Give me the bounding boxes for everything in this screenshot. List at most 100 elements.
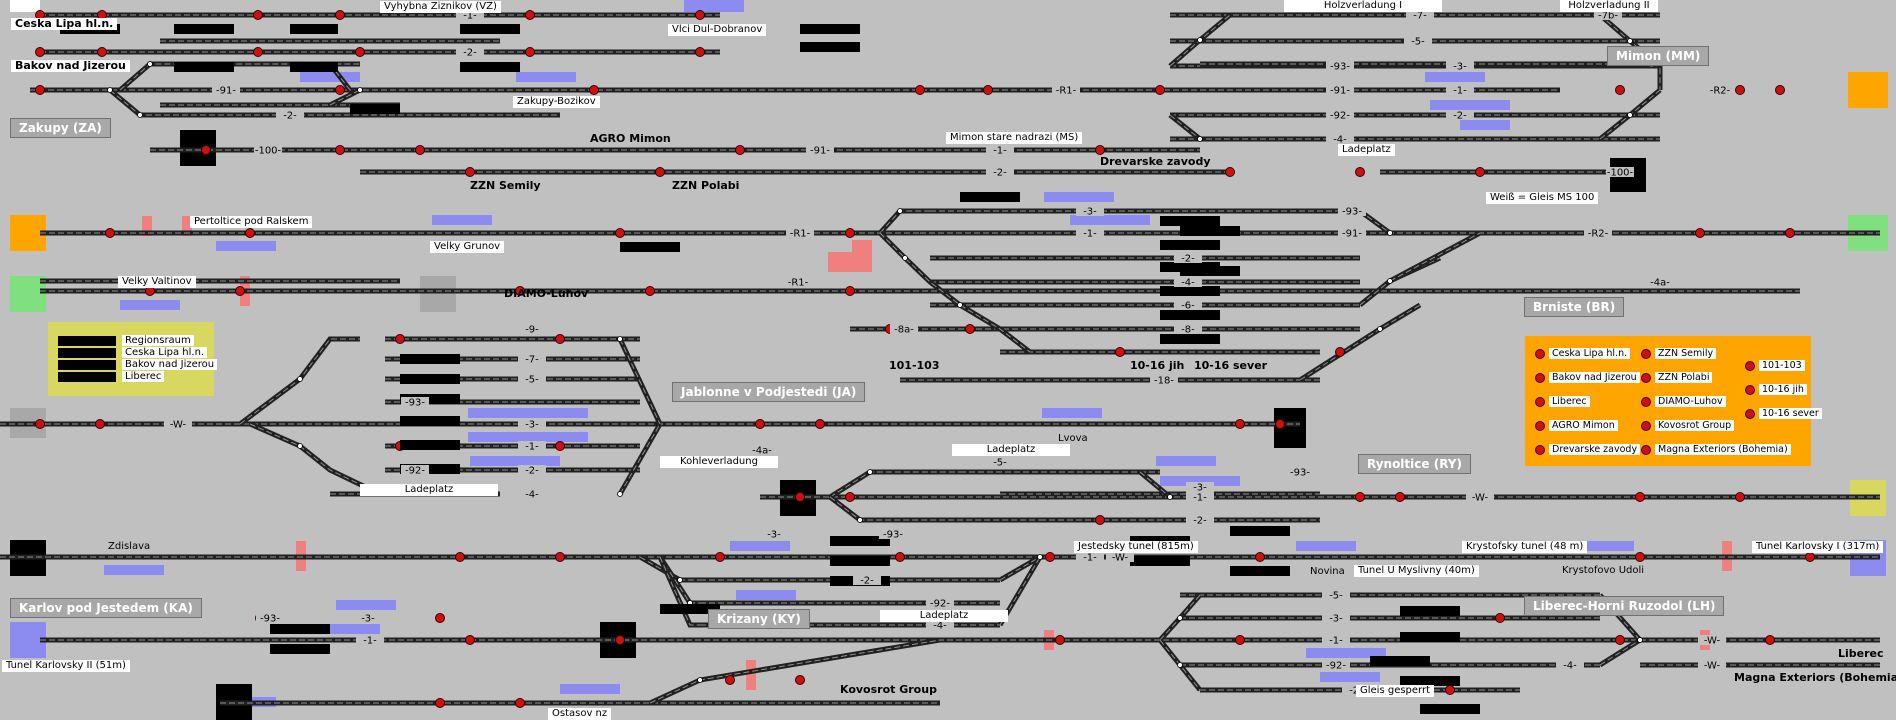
train-display[interactable]: [400, 464, 460, 474]
signal-icon[interactable]: [1695, 228, 1705, 238]
signal-icon[interactable]: [35, 85, 45, 95]
switch-point-icon[interactable]: [1177, 615, 1183, 621]
train-display[interactable]: [1400, 632, 1460, 642]
signal-icon[interactable]: [525, 47, 535, 57]
station-label-zzn-semily[interactable]: ZZN Semily: [470, 179, 541, 192]
switch-point-icon[interactable]: [147, 61, 153, 67]
signal-icon[interactable]: [965, 324, 975, 334]
station-label-bakov[interactable]: Bakov nad Jizerou: [11, 60, 130, 72]
station-label-zzn-polabi[interactable]: ZZN Polabi: [672, 179, 740, 192]
signal-icon[interactable]: [1775, 85, 1785, 95]
switch-point-icon[interactable]: [1387, 278, 1393, 284]
signal-icon[interactable]: [695, 47, 705, 57]
signal-icon[interactable]: [95, 419, 105, 429]
train-display[interactable]: [290, 62, 338, 72]
signal-icon[interactable]: [1275, 419, 1285, 429]
switch-point-icon[interactable]: [867, 469, 873, 475]
train-display[interactable]: [1160, 262, 1220, 272]
signal-icon[interactable]: [395, 334, 405, 344]
panel-item[interactable]: 10-16 sever: [1745, 408, 1822, 419]
switch-point-icon[interactable]: [297, 443, 303, 449]
signal-icon[interactable]: [105, 228, 115, 238]
train-display[interactable]: [174, 24, 234, 34]
train-display[interactable]: [1160, 310, 1220, 320]
signal-icon[interactable]: [555, 552, 565, 562]
signal-icon[interactable]: [615, 228, 625, 238]
panel-item[interactable]: DIAMO-Luhov: [1641, 396, 1726, 407]
train-display[interactable]: [400, 440, 460, 450]
signal-icon[interactable]: [1355, 492, 1365, 502]
signal-icon[interactable]: [525, 10, 535, 20]
signal-icon[interactable]: [1635, 552, 1645, 562]
signal-icon[interactable]: [1045, 552, 1055, 562]
station-label-diamo[interactable]: DIAMO-Luhov: [504, 287, 589, 300]
switch-point-icon[interactable]: [957, 302, 963, 308]
signal-icon[interactable]: [335, 85, 345, 95]
train-display[interactable]: [1180, 226, 1240, 236]
signal-icon[interactable]: [1495, 613, 1505, 623]
panel-item[interactable]: Magna Exteriors (Bohemia): [1641, 444, 1791, 455]
signal-icon[interactable]: [1785, 228, 1795, 238]
signal-icon[interactable]: [845, 228, 855, 238]
signal-icon[interactable]: [455, 552, 465, 562]
switch-point-icon[interactable]: [107, 87, 113, 93]
train-display[interactable]: [800, 24, 860, 34]
switch-point-icon[interactable]: [1167, 494, 1173, 500]
track-segment[interactable]: [878, 208, 930, 235]
train-display[interactable]: [1230, 566, 1290, 576]
switch-point-icon[interactable]: [857, 517, 863, 523]
signal-icon[interactable]: [35, 47, 45, 57]
signal-icon[interactable]: [655, 167, 665, 177]
signal-icon[interactable]: [465, 167, 475, 177]
signal-icon[interactable]: [415, 145, 425, 155]
label-10-16-sever[interactable]: 10-16 sever: [1194, 359, 1268, 372]
signal-icon[interactable]: [1255, 552, 1265, 562]
signal-icon[interactable]: [515, 286, 525, 296]
panel-item[interactable]: 10-16 jih: [1745, 384, 1807, 395]
signal-icon[interactable]: [97, 47, 107, 57]
signal-icon[interactable]: [795, 675, 805, 685]
signal-icon[interactable]: [335, 145, 345, 155]
signal-icon[interactable]: [725, 675, 735, 685]
train-display[interactable]: [400, 416, 460, 426]
switch-point-icon[interactable]: [697, 677, 703, 683]
train-display[interactable]: [1370, 656, 1430, 666]
switch-point-icon[interactable]: [1627, 38, 1633, 44]
train-display[interactable]: [270, 644, 330, 654]
label-101-103[interactable]: 101-103: [889, 359, 940, 372]
switch-point-icon[interactable]: [902, 255, 908, 261]
switch-point-icon[interactable]: [1387, 230, 1393, 236]
station-label-agro[interactable]: AGRO Mimon: [590, 132, 671, 145]
signal-icon[interactable]: [335, 10, 345, 20]
panel-item[interactable]: Drevarske zavody: [1535, 444, 1641, 455]
switch-point-icon[interactable]: [677, 577, 683, 583]
signal-icon[interactable]: [735, 145, 745, 155]
signal-icon[interactable]: [1395, 492, 1405, 502]
signal-icon[interactable]: [1615, 635, 1625, 645]
switch-point-icon[interactable]: [1037, 554, 1043, 560]
signal-icon[interactable]: [201, 145, 211, 155]
signal-icon[interactable]: [1475, 167, 1485, 177]
train-display[interactable]: [270, 624, 330, 634]
legend-row[interactable]: Bakov nad Jizerou: [58, 359, 218, 370]
station-label-ceska-lipa[interactable]: Ceska Lipa hl.n.: [11, 18, 118, 30]
signal-icon[interactable]: [1235, 635, 1245, 645]
signal-icon[interactable]: [915, 85, 925, 95]
signal-icon[interactable]: [1615, 85, 1625, 95]
train-display[interactable]: [1420, 704, 1480, 714]
train-display[interactable]: [1230, 526, 1290, 536]
train-display[interactable]: [1400, 606, 1460, 616]
train-display[interactable]: [400, 374, 460, 384]
signal-icon[interactable]: [1095, 515, 1105, 525]
signal-icon[interactable]: [235, 286, 245, 296]
panel-item[interactable]: ZZN Polabi: [1641, 372, 1713, 383]
train-display[interactable]: [830, 536, 890, 546]
switch-point-icon[interactable]: [617, 491, 623, 497]
train-display[interactable]: [460, 24, 520, 34]
switch-point-icon[interactable]: [357, 87, 363, 93]
signal-icon[interactable]: [845, 492, 855, 502]
signal-icon[interactable]: [895, 552, 905, 562]
switch-point-icon[interactable]: [137, 112, 143, 118]
signal-icon[interactable]: [755, 419, 765, 429]
panel-item[interactable]: 101-103: [1745, 360, 1805, 371]
